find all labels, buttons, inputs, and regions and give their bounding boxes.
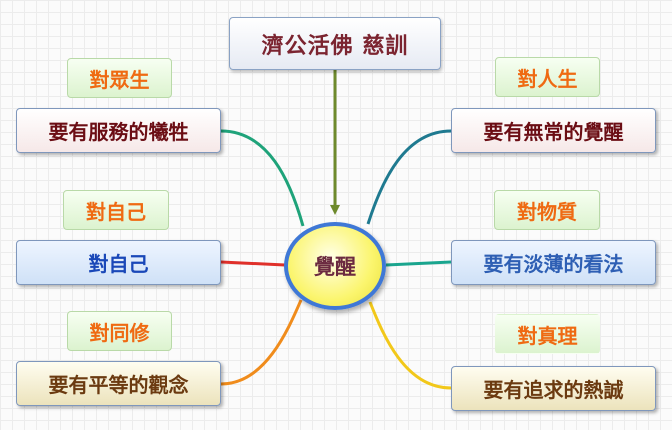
tag-toward-truth: 對真理	[495, 314, 600, 354]
tag-toward-self: 對自己	[63, 190, 169, 230]
topic-toward-self: 對自己	[16, 240, 221, 285]
link-top-left	[220, 129, 305, 227]
link-bottom-left	[220, 299, 303, 386]
link-bottom-right	[368, 301, 452, 390]
link-top-right	[366, 129, 452, 225]
topic-toward-truth: 要有追求的熱誠	[451, 366, 656, 411]
topic-toward-material: 要有淡薄的看法	[451, 240, 656, 285]
link-mid-right	[385, 260, 452, 267]
topic-toward-beings: 要有服務的犧牲	[16, 108, 221, 153]
topic-toward-life: 要有無常的覺醒	[451, 108, 656, 153]
tag-toward-beings: 對眾生	[67, 58, 172, 98]
tag-toward-life: 對人生	[495, 57, 600, 97]
title-box: 濟公活佛 慈訓	[229, 17, 441, 70]
tag-toward-material: 對物質	[494, 190, 600, 230]
tag-toward-fellows: 對同修	[67, 311, 172, 351]
topic-toward-fellows: 要有平等的觀念	[16, 361, 221, 406]
center-node: 覺醒	[284, 222, 386, 310]
link-mid-left	[220, 260, 286, 267]
